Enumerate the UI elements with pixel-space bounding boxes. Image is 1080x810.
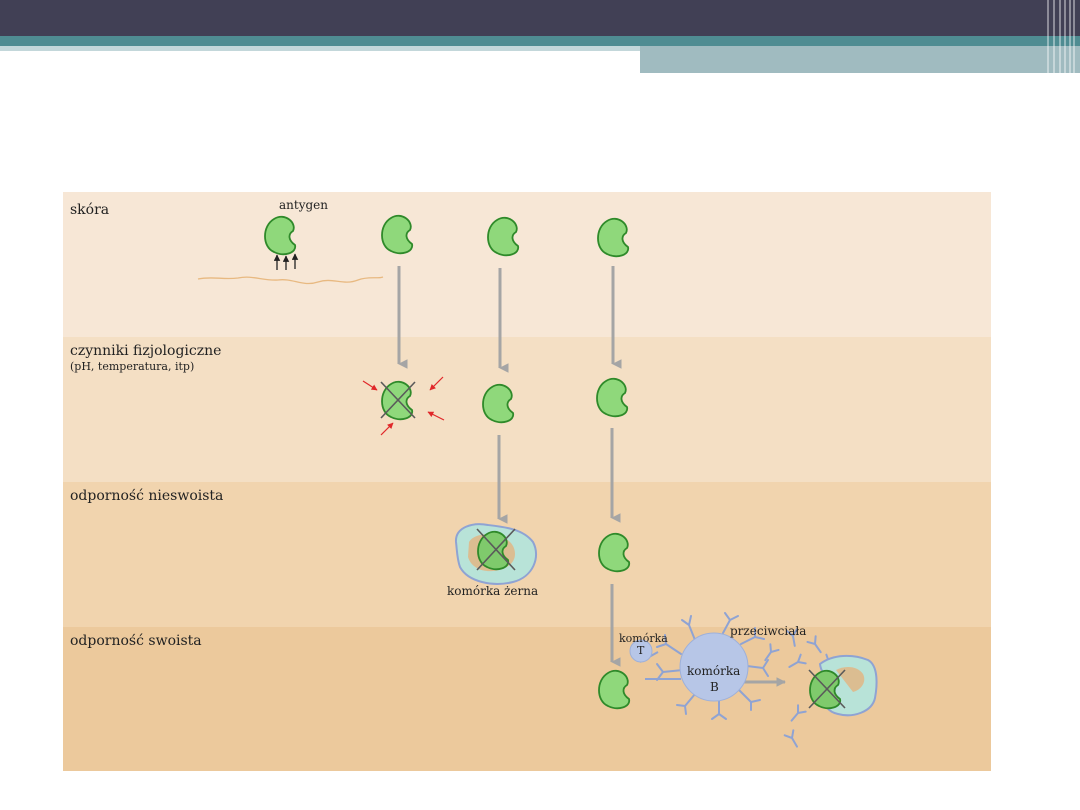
layer-label-skin: skóra: [70, 202, 110, 218]
antigen-icon: [487, 216, 520, 257]
antigen-label: antygen: [279, 198, 328, 212]
layer-label-physiological: czynniki fizjologiczne: [70, 343, 222, 359]
antigen-bound-icon: [598, 669, 631, 710]
phagocyte-icon: [454, 523, 538, 585]
b-cell-letter: B: [710, 680, 719, 694]
antigen-blocked-icon: [264, 215, 297, 256]
antigen-icon: [381, 214, 414, 255]
band-skin: [63, 192, 991, 337]
antigen-icon: [596, 377, 629, 418]
attack-arrows-icon: [362, 376, 445, 436]
antigen-icon: [598, 532, 631, 573]
phagocyte-label: komórka żerna: [447, 584, 539, 598]
header-dark-bar: [0, 0, 1080, 36]
antibodies-label: przeciwciała: [730, 624, 807, 638]
destroy-cross-icon: [380, 381, 416, 419]
header-edge-lines: [1047, 0, 1075, 73]
t-cell-label: komórka: [619, 632, 668, 645]
header-light-bar: [0, 46, 640, 51]
blocking-arrows-icon: [273, 253, 299, 270]
layer-label-specific: odporność swoista: [70, 633, 202, 649]
header-grey-bar: [640, 46, 1080, 73]
t-cell-letter: T: [637, 644, 645, 657]
skin-surface-line: [197, 276, 384, 285]
t-cell-icon: [629, 639, 659, 663]
header-teal-bar: [0, 36, 1080, 46]
immune-layers-diagram: skóra czynniki fizjologiczne (pH, temper…: [63, 192, 991, 771]
layer-sublabel-physiological: (pH, temperatura, itp): [70, 360, 195, 373]
band-physiological: [63, 337, 991, 482]
antigen-icon: [597, 217, 630, 258]
b-cell-label: komórka: [687, 664, 741, 678]
neutralized-antigen-icon: [808, 654, 878, 717]
antigen-icon: [482, 383, 515, 424]
diagram-art: [197, 214, 878, 751]
b-cell-icon: [645, 612, 769, 720]
layer-label-nonspecific: odporność nieswoista: [70, 488, 224, 504]
